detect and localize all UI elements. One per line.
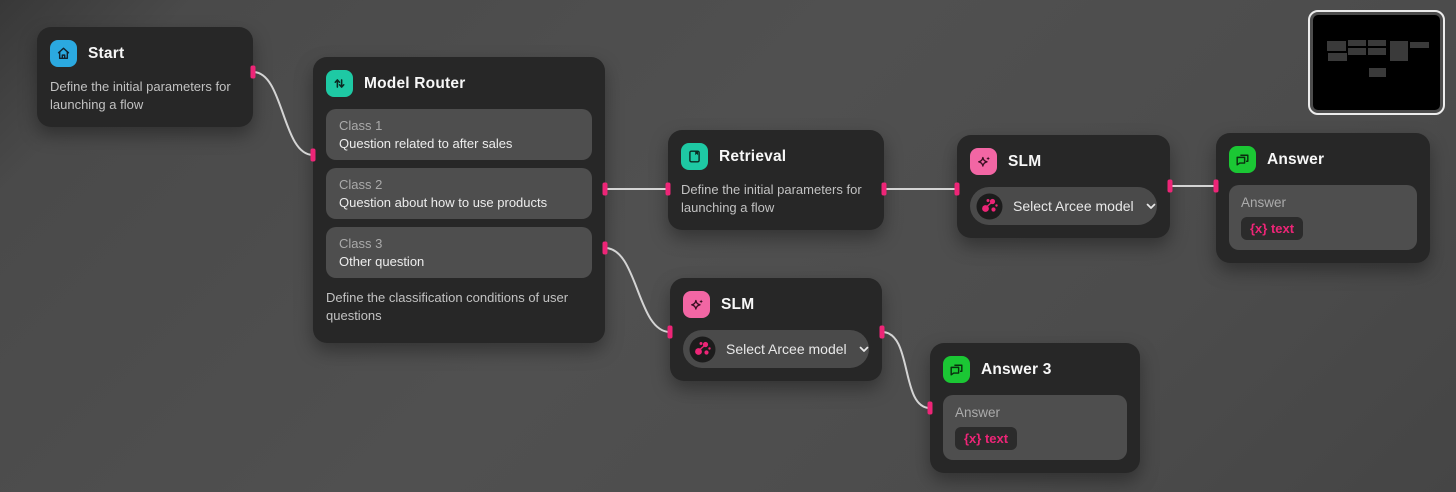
sparkles-icon: [683, 291, 710, 318]
node-header: Start: [50, 40, 240, 67]
node-header: Model Router: [326, 70, 592, 97]
chat-icon: [1229, 146, 1256, 173]
model-select-label: Select Arcee model: [1013, 198, 1134, 214]
node-title: Retrieval: [719, 147, 787, 165]
minimap-node: [1369, 68, 1386, 77]
answer-field: Answer {x} text: [943, 395, 1127, 460]
model-select-label: Select Arcee model: [726, 341, 847, 357]
node-title: SLM: [1008, 152, 1042, 170]
minimap-canvas: [1313, 15, 1440, 110]
class-text: Other question: [339, 253, 425, 269]
book-icon: [681, 143, 708, 170]
node-title: Answer: [1267, 150, 1325, 168]
node-answer[interactable]: Answer Answer {x} text: [1216, 133, 1430, 263]
minimap-node: [1348, 48, 1366, 55]
node-description: Define the classification conditions of …: [326, 290, 569, 324]
node-header: SLM: [970, 148, 1157, 175]
variable-chip[interactable]: {x} text: [1241, 217, 1304, 240]
class-label: Class 3: [339, 236, 383, 252]
node-title: Model Router: [364, 74, 466, 92]
minimap-node: [1348, 40, 1366, 46]
class-text: Question related to after sales: [339, 135, 513, 151]
chevron-down-icon: [1144, 199, 1158, 213]
arcee-logo-icon: [689, 336, 716, 363]
answer-field: Answer {x} text: [1229, 185, 1417, 250]
node-header: SLM: [683, 291, 869, 318]
arrows-up-down-icon: [326, 70, 353, 97]
chat-icon: [943, 356, 970, 383]
minimap-node: [1368, 48, 1386, 55]
node-title: SLM: [721, 295, 755, 313]
minimap-node: [1368, 40, 1386, 46]
node-description: Define the initial parameters for launch…: [681, 182, 862, 216]
minimap-node: [1390, 41, 1408, 61]
variable-chip[interactable]: {x} text: [955, 427, 1018, 450]
node-start[interactable]: Start Define the initial parameters for …: [37, 27, 253, 128]
edge-slm-bottom-to-answer3: [881, 331, 931, 409]
minimap[interactable]: [1308, 10, 1445, 115]
minimap-node: [1328, 53, 1347, 61]
edge-start-to-router: [252, 71, 314, 156]
chevron-down-icon: [857, 342, 871, 356]
router-class-1[interactable]: Class 1 Question related to after sales: [326, 109, 592, 161]
minimap-node: [1327, 41, 1346, 51]
class-text: Question about how to use products: [339, 194, 548, 210]
class-label: Class 1: [339, 118, 383, 133]
router-class-2[interactable]: Class 2 Question about how to use produc…: [326, 168, 592, 220]
node-header: Answer 3: [943, 356, 1127, 383]
model-select-dropdown[interactable]: Select Arcee model: [970, 187, 1157, 225]
node-description: Define the initial parameters for launch…: [50, 79, 231, 113]
node-header: Answer: [1229, 146, 1417, 173]
answer-field-label: Answer: [955, 405, 1001, 420]
node-title: Answer 3: [981, 360, 1052, 378]
router-class-3[interactable]: Class 3 Other question: [326, 227, 592, 279]
minimap-node: [1410, 42, 1429, 48]
node-answer-3[interactable]: Answer 3 Answer {x} text: [930, 343, 1140, 473]
node-slm-top[interactable]: SLM Select Arcee model: [957, 135, 1170, 238]
home-icon: [50, 40, 77, 67]
node-title: Start: [88, 44, 125, 62]
router-class-list: Class 1 Question related to after sales …: [326, 109, 592, 279]
edge-router-to-slm-bottom: [604, 247, 671, 333]
answer-field-label: Answer: [1241, 195, 1287, 210]
model-select-dropdown[interactable]: Select Arcee model: [683, 330, 869, 368]
sparkles-icon: [970, 148, 997, 175]
class-label: Class 2: [339, 177, 383, 193]
node-slm-bottom[interactable]: SLM Select Arcee model: [670, 278, 882, 381]
node-retrieval[interactable]: Retrieval Define the initial parameters …: [668, 130, 884, 231]
node-header: Retrieval: [681, 143, 871, 170]
node-model-router[interactable]: Model Router Class 1 Question related to…: [313, 57, 605, 343]
arcee-logo-icon: [976, 193, 1003, 220]
